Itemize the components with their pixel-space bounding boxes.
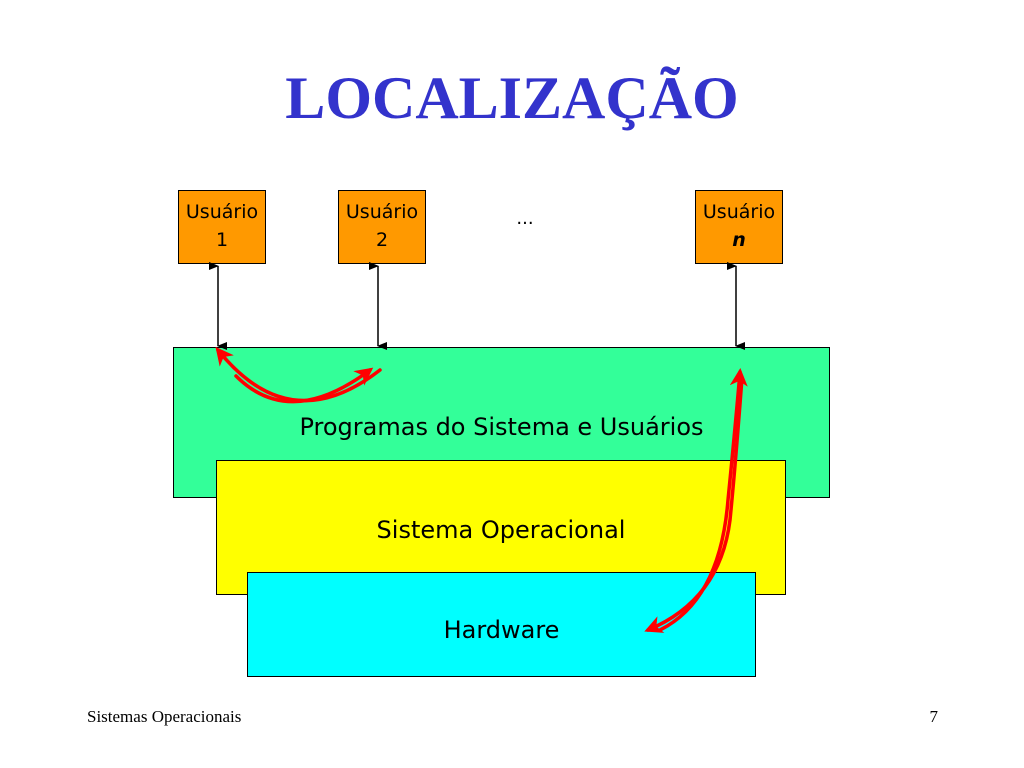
user-2-label: Usuário [345,201,419,223]
user-n-label: Usuário [702,201,776,223]
users-ellipsis: ... [516,208,534,229]
slide-title: LOCALIZAÇÃO [285,65,739,131]
user-box-2: Usuário 2 [338,190,426,264]
user-to-user-arrow-back [215,346,382,403]
user-n-number: n [732,229,746,251]
hardware-access-arrow [658,368,748,632]
hardware-access-arrow-back [644,376,744,633]
user-box-1: Usuário 1 [178,190,266,264]
user-1-label: Usuário [185,201,259,223]
footer-page-number: 7 [929,707,939,726]
layer-os-label: Sistema Operacional [376,516,626,544]
footer-course: Sistemas Operacionais [87,707,242,726]
user-box-n: Usuário n [695,190,783,264]
layer-programs-label: Programas do Sistema e Usuários [299,413,704,441]
user-2-number: 2 [375,229,389,251]
user-1-number: 1 [215,229,229,251]
layer-hardware-label: Hardware [443,616,560,644]
